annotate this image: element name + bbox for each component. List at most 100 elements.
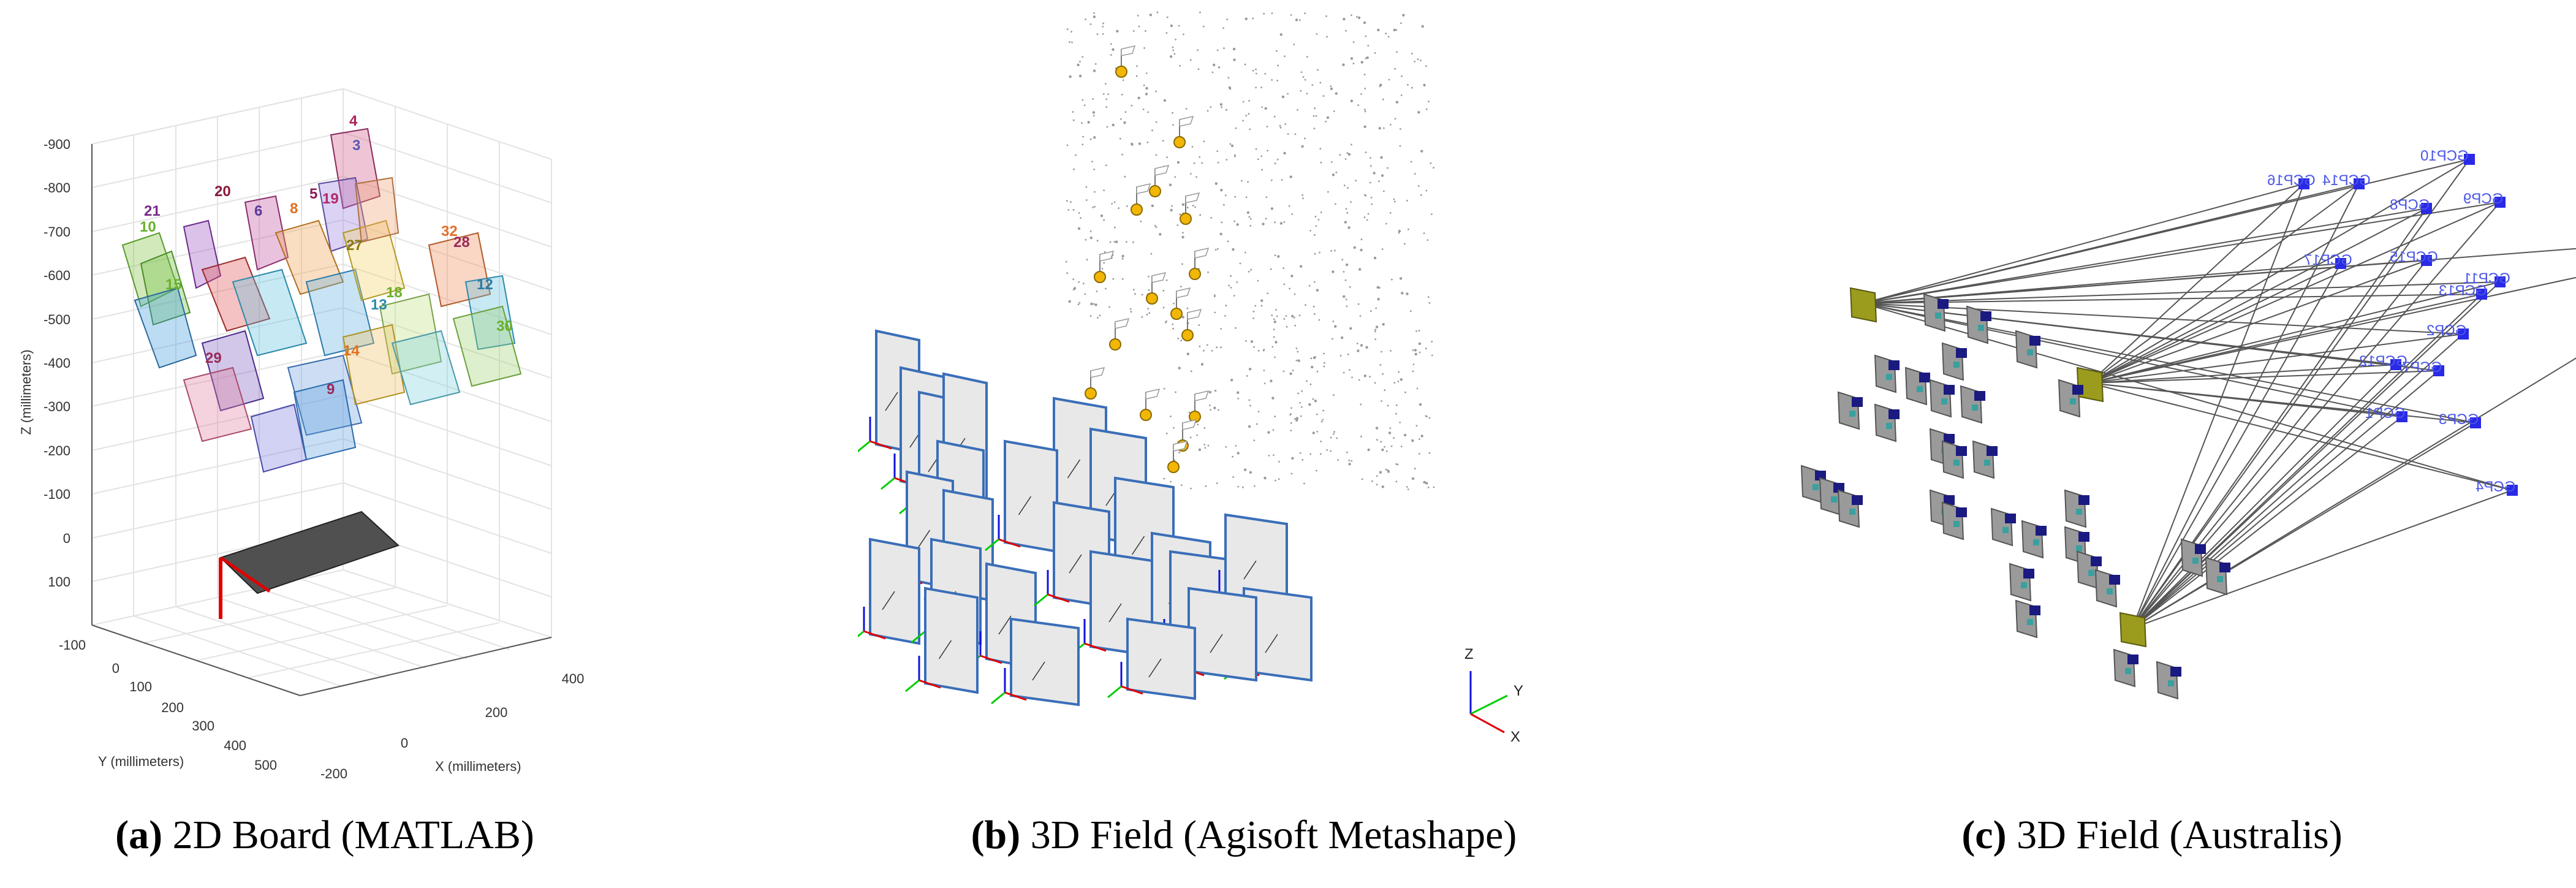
camera-plane (858, 537, 920, 645)
camera-station (1960, 385, 1985, 424)
camera-station (2205, 556, 2230, 596)
camera-station (1966, 305, 1991, 344)
ray-line (1862, 303, 2403, 417)
y-axis-label: Y (millimeters) (98, 754, 184, 769)
point-cloud (1065, 11, 1435, 490)
camera-planes (858, 329, 1313, 707)
ray-line (2132, 260, 2427, 629)
z-tick: -900 (44, 137, 70, 152)
gcp-label: GCP17 (2304, 252, 2352, 268)
y-tick: 300 (192, 718, 214, 734)
gcp-label: GCP11 (2463, 270, 2510, 287)
gcp-label: GCP7 (2402, 359, 2442, 376)
camera-plane (985, 439, 1058, 553)
camera-plane (991, 617, 1080, 707)
gcp-label: GCP14 (2322, 172, 2371, 189)
caption-title: 3D Field (Australis) (2017, 813, 2343, 857)
board-label: 12 (477, 276, 493, 293)
x-tick: 0 (401, 735, 408, 751)
gcp-flag (1094, 250, 1115, 283)
gcp-marker: GCP9 (2463, 191, 2506, 208)
camera-station (2058, 379, 2083, 418)
ray-line (2089, 260, 2427, 384)
axis-y-label: Y (1513, 683, 1523, 699)
camera-stations (1800, 287, 2230, 700)
ray-line (2089, 382, 2476, 423)
z-tick: -400 (44, 355, 70, 371)
z-tick: -300 (44, 399, 70, 414)
gcp-flag (1181, 308, 1202, 341)
gcp-marker: GCP11 (2463, 270, 2510, 287)
ray-line (2089, 281, 2501, 384)
camera-station (2009, 563, 2034, 602)
camera-station (1941, 501, 1967, 541)
gcp-label: GCP16 (2267, 172, 2316, 189)
ray-line (2089, 208, 2427, 384)
gcp-flag (1146, 271, 1167, 305)
board-label: 14 (343, 343, 360, 359)
camera-station (1874, 403, 1900, 442)
camera-station (2113, 648, 2138, 688)
camera-station (1941, 342, 1967, 381)
gcp-marker: GCP12 (2359, 353, 2407, 370)
gcp-label: GCP1 (2365, 405, 2405, 422)
x-tick: 200 (485, 705, 508, 720)
x-tick: -200 (320, 766, 347, 781)
camera-station (2094, 569, 2120, 608)
ray-line (1862, 281, 2501, 304)
board-label: 5 (309, 186, 317, 202)
camera-station (1941, 440, 1967, 479)
board-label: 29 (205, 350, 222, 366)
gcp-markers: GCP10GCP14GCP16GCP8GCP9GCP15GCP17GCP5GCP… (2267, 148, 2518, 496)
y-tick: 0 (112, 661, 119, 676)
camera-station (2076, 550, 2102, 590)
x-tick: 400 (562, 671, 585, 686)
ray-line (2132, 183, 2305, 629)
z-tick: -600 (44, 268, 70, 283)
camera-station (2180, 538, 2206, 577)
gcp-marker: GCP13 (2439, 283, 2487, 300)
axis-z-label: Z (1464, 646, 1474, 662)
ray-line (2132, 183, 2360, 629)
ray-line (1862, 303, 2464, 335)
board-label: 15 (165, 276, 182, 293)
camera-station (2021, 520, 2047, 559)
gcp-label: GCP4 (2476, 479, 2515, 495)
gcp-marker: GCP16 (2267, 172, 2316, 189)
gcp-flags (1085, 45, 1210, 473)
ray-line (1862, 202, 2501, 304)
metashape-3d-view: Z Y X (858, 11, 1523, 745)
board-label: 8 (290, 200, 298, 217)
caption-tag: (b) (971, 813, 1021, 857)
ray-line (2089, 263, 2341, 384)
ray-line (2132, 370, 2439, 629)
ray-line (2132, 490, 2513, 629)
camera-plane (1107, 617, 1196, 700)
ray-line (2089, 333, 2464, 384)
gcp-label: GCP13 (2439, 283, 2487, 299)
board-label: 30 (496, 318, 513, 335)
ray-line (2089, 183, 2305, 384)
ray-line (1862, 248, 2576, 304)
board-label: 6 (254, 203, 262, 219)
board-label: 10 (140, 219, 156, 235)
ray-lines (1862, 159, 2576, 629)
camera-station (1837, 489, 1863, 528)
ray-line (2132, 364, 2396, 629)
ray-line (2089, 294, 2482, 384)
camera-station (2076, 366, 2104, 403)
gcp-flag (1180, 192, 1200, 225)
gcp-flag (1131, 183, 1151, 216)
panel-australis: GCP10GCP14GCP16GCP8GCP9GCP15GCP17GCP5GCP… (1765, 0, 2576, 888)
camera-station (1819, 477, 1844, 516)
board-label: 32 (441, 223, 458, 240)
board-labels: 4 3 20 21 10 6 8 5 19 32 28 27 15 13 12 … (140, 113, 513, 398)
gcp-label: GCP10 (2420, 148, 2469, 164)
gcp-flag (1109, 317, 1130, 351)
camera-station (2015, 330, 2040, 369)
ray-line (2132, 416, 2403, 629)
y-tick: 500 (254, 757, 277, 773)
z-tick-labels: -900 -800 -700 -600 -500 -400 -300 -200 … (44, 137, 70, 590)
ray-line (2132, 263, 2341, 629)
y-tick: 200 (161, 700, 184, 715)
